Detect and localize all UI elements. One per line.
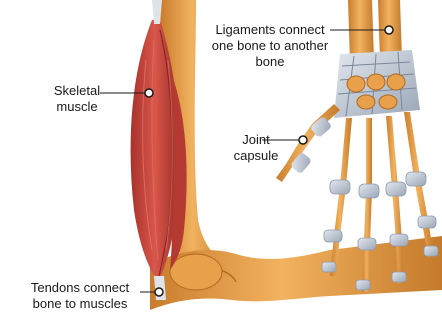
joint-capsule-label: Joint capsule <box>225 132 287 164</box>
tendons-label: Tendons connect bone to muscles <box>20 280 140 312</box>
ligaments-label-line-3: bone <box>190 54 350 70</box>
ligaments-label-line-2: one bone to another <box>190 38 350 54</box>
elbow-joint <box>170 254 222 290</box>
skeletal-muscle-marker <box>145 89 153 97</box>
joint-capsule-label-line-1: Joint <box>225 132 287 148</box>
skeletal-muscle-label-line-2: muscle <box>44 99 110 115</box>
ligaments-label-line-1: Ligaments connect <box>190 22 350 38</box>
skeletal-muscle-label: Skeletal muscle <box>44 83 110 115</box>
tendons-label-line-1: Tendons connect <box>20 280 140 296</box>
skeletal-muscle-label-line-1: Skeletal <box>44 83 110 99</box>
joint-capsule-label-line-2: capsule <box>225 148 287 164</box>
joint-capsule-marker <box>299 136 307 144</box>
tendon-marker <box>155 288 163 296</box>
tendons-label-line-2: bone to muscles <box>20 296 140 312</box>
ligament-marker <box>385 26 393 34</box>
ligaments-label: Ligaments connect one bone to another bo… <box>190 22 350 70</box>
